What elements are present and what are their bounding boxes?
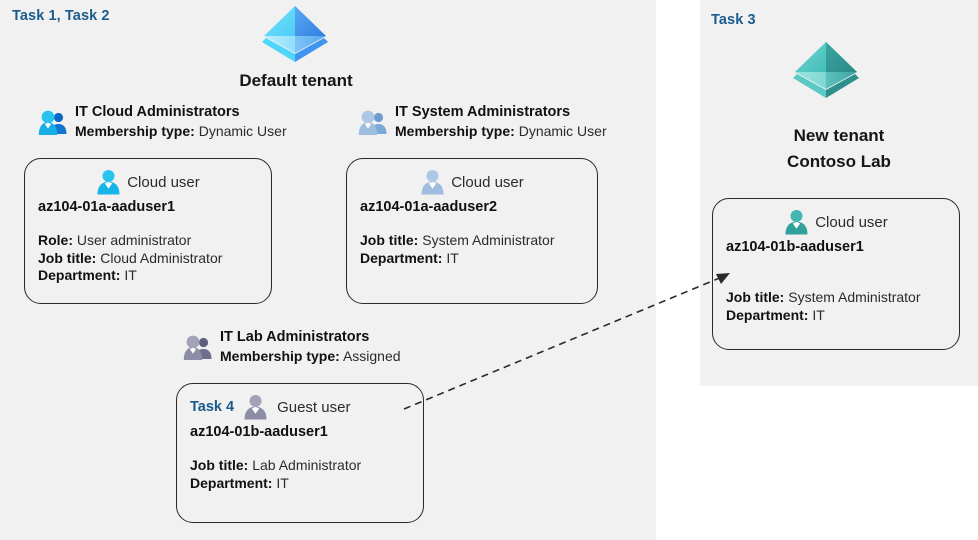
cloud-user-icon (784, 209, 809, 236)
user-property-job-title: Job title: Lab Administrator (190, 457, 410, 474)
user-kind-label: Guest user (277, 398, 351, 416)
user-property-department: Department: IT (726, 307, 946, 324)
new-tenant-title-line2: Contoso Lab (787, 152, 891, 171)
property-label: Role: (38, 232, 73, 248)
group-name: IT Cloud Administrators (75, 104, 240, 120)
card-header: Cloud user (726, 207, 946, 237)
user-properties: Job title: Lab Administrator Department:… (190, 457, 410, 491)
card-header: Cloud user (360, 167, 584, 197)
group-it-cloud-administrators: IT Cloud Administrators Membership type:… (38, 104, 287, 139)
cloud-user-icon (420, 169, 445, 196)
group-membership-value: Dynamic User (518, 122, 607, 139)
property-value: IT (276, 474, 289, 491)
group-icon (358, 109, 388, 137)
property-label: Job title: (360, 232, 419, 248)
property-label: Department: (726, 306, 809, 323)
user-properties: Role: User administrator Job title: Clou… (38, 232, 258, 284)
group-membership-value: Assigned (342, 347, 401, 364)
user-upn: az104-01b-aaduser1 (726, 239, 864, 255)
property-value: User administrator (76, 232, 192, 248)
property-value: Lab Administrator (252, 457, 362, 473)
user-upn: az104-01a-aaduser2 (360, 199, 498, 215)
property-label: Department: (360, 249, 443, 266)
group-membership-value: Dynamic User (198, 122, 287, 139)
user-upn: az104-01b-aaduser1 (190, 424, 328, 440)
cloud-user-icon (96, 169, 121, 196)
user-upn: az104-01a-aaduser1 (38, 199, 176, 215)
user-property-job-title: Job title: Cloud Administrator (38, 250, 258, 267)
user-property-department: Department: IT (360, 250, 584, 267)
guest-user-icon (243, 394, 268, 421)
user-property-job-title: Job title: System Administrator (360, 232, 584, 249)
group-membership: Membership type: Dynamic User (75, 123, 287, 139)
task-label-3: Task 3 (711, 12, 756, 28)
group-membership: Membership type: Assigned (220, 348, 401, 364)
group-icon (38, 109, 68, 137)
user-properties: Job title: System Administrator Departme… (726, 289, 946, 323)
group-it-system-administrators: IT System Administrators Membership type… (358, 104, 607, 139)
group-name: IT Lab Administrators (220, 329, 370, 345)
group-membership-label: Membership type: (75, 122, 195, 139)
user-card-az104-01a-aaduser2[interactable]: Cloud user az104-01a-aaduser2 Job title:… (346, 158, 598, 304)
user-property-role: Role: User administrator (38, 232, 258, 249)
property-label: Department: (38, 267, 121, 284)
task-label-4: Task 4 (190, 399, 235, 415)
azure-ad-tenant-icon (256, 0, 334, 72)
user-property-department: Department: IT (190, 475, 410, 492)
property-value: System Administrator (788, 289, 921, 305)
azure-ad-tenant-icon (787, 36, 865, 108)
user-kind-label: Cloud user (451, 173, 524, 191)
group-membership: Membership type: Dynamic User (395, 123, 607, 139)
group-icon (183, 334, 213, 362)
user-property-department: Department: IT (38, 267, 258, 284)
property-label: Job title: (190, 457, 249, 473)
property-label: Department: (190, 474, 273, 491)
card-header: Cloud user (38, 167, 258, 197)
user-card-az104-01b-aaduser1[interactable]: Cloud user az104-01b-aaduser1 Job title:… (712, 198, 960, 350)
property-value: IT (446, 249, 459, 266)
property-label: Job title: (38, 249, 97, 266)
user-card-az104-01a-aaduser1[interactable]: Cloud user az104-01a-aaduser1 Role: User… (24, 158, 272, 304)
group-membership-label: Membership type: (220, 347, 340, 364)
property-value: Cloud Administrator (100, 249, 223, 266)
group-name: IT System Administrators (395, 104, 571, 120)
group-membership-label: Membership type: (395, 122, 515, 139)
new-tenant-title-line1: New tenant (793, 126, 885, 145)
default-tenant-panel (0, 0, 656, 540)
user-card-az104-01b-aaduser1-guest[interactable]: Task 4 Guest user az104-01b-aaduser1 Job… (176, 383, 424, 523)
task-label-1-2: Task 1, Task 2 (12, 8, 110, 24)
card-header: Task 4 Guest user (190, 392, 410, 422)
user-kind-label: Cloud user (127, 173, 200, 191)
property-label: Job title: (726, 289, 785, 305)
user-property-job-title: Job title: System Administrator (726, 289, 946, 306)
user-kind-label: Cloud user (815, 213, 888, 231)
user-properties: Job title: System Administrator Departme… (360, 232, 584, 266)
default-tenant-title: Default tenant (239, 71, 353, 90)
property-value: IT (124, 267, 137, 284)
property-value: IT (812, 306, 825, 323)
property-value: System Administrator (422, 232, 555, 248)
group-it-lab-administrators: IT Lab Administrators Membership type: A… (183, 329, 401, 364)
